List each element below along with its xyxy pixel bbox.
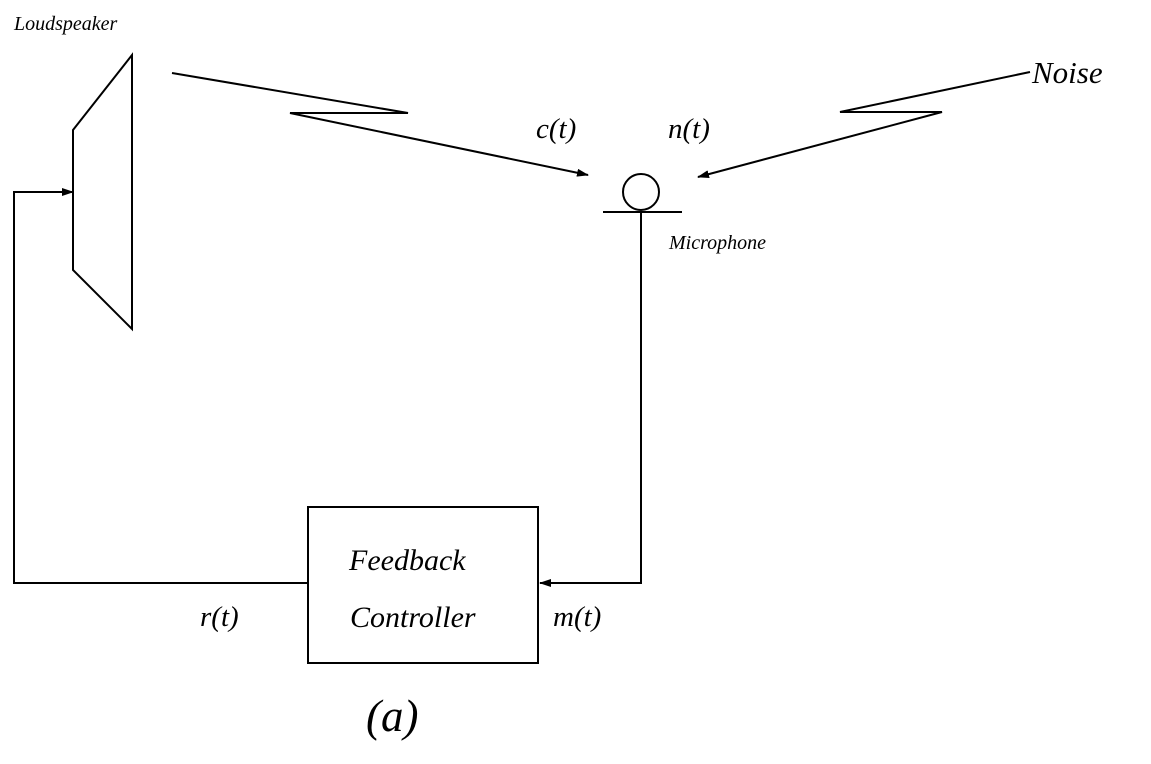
loudspeaker-cone [72, 52, 133, 332]
microphone-label: Microphone [669, 232, 767, 254]
controller-label-line1: Feedback [349, 544, 466, 577]
loudspeaker-icon [72, 52, 133, 332]
m-signal-label: m(t) [553, 601, 602, 633]
c-signal-label: c(t) [536, 113, 577, 145]
controller-label-line2: Controller [350, 601, 476, 634]
signal-line-m [539, 212, 642, 587]
controller-box [307, 506, 539, 664]
n-signal-label: n(t) [668, 113, 710, 145]
microphone-icon [603, 173, 682, 213]
loudspeaker-label: Loudspeaker [14, 13, 118, 35]
acoustic-path-c [171, 72, 589, 177]
noise-label: Noise [1032, 55, 1103, 90]
r-signal-label: r(t) [200, 601, 239, 633]
acoustic-path-n [697, 71, 1031, 179]
signal-line-r [13, 188, 308, 584]
figure-caption: (a) [366, 691, 419, 741]
